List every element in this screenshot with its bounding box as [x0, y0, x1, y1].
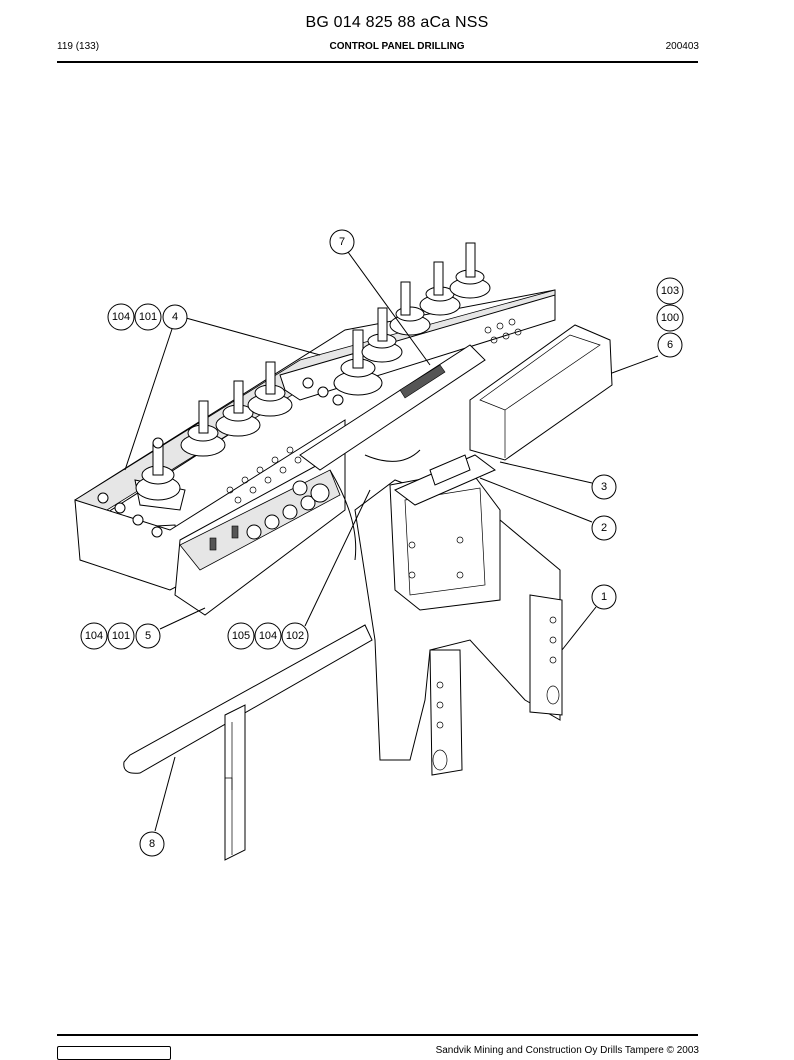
side-box-drawing	[469, 324, 613, 461]
knob-row	[97, 377, 344, 538]
svg-text:6: 6	[667, 339, 673, 351]
svg-text:101: 101	[139, 311, 157, 323]
callout-5: 5	[135, 623, 161, 649]
callout-4: 4	[162, 304, 188, 330]
callout-104-bottom-right: 104	[254, 622, 282, 650]
callout-2: 2	[591, 515, 617, 541]
svg-text:1: 1	[601, 591, 607, 603]
callout-1: 1	[591, 584, 617, 610]
header-rule	[57, 61, 698, 63]
svg-text:3: 3	[601, 481, 607, 493]
button-grid	[226, 318, 522, 504]
sandvik-logo	[57, 1046, 171, 1060]
mounting-arm-drawing	[123, 624, 373, 861]
svg-text:100: 100	[661, 312, 679, 324]
callout-6: 6	[657, 332, 683, 358]
svg-text:4: 4	[172, 311, 178, 323]
svg-text:103: 103	[661, 285, 679, 297]
callout-100: 100	[656, 304, 684, 332]
joystick-group-right	[333, 242, 491, 396]
callout-103: 103	[656, 277, 684, 305]
svg-text:5: 5	[145, 630, 151, 642]
svg-text:104: 104	[85, 630, 103, 642]
callout-102: 102	[281, 622, 309, 650]
switch-panel	[209, 480, 330, 551]
joystick-group-left	[134, 361, 293, 511]
leader-lines	[124, 251, 659, 832]
control-panel-drilling-drawing	[74, 242, 556, 616]
section-title: CONTROL PANEL DRILLING	[329, 41, 465, 52]
callout-105: 105	[227, 622, 255, 650]
svg-text:104: 104	[112, 311, 130, 323]
svg-text:101: 101	[112, 630, 130, 642]
cable-harness	[299, 344, 486, 561]
svg-text:2: 2	[601, 522, 607, 534]
callout-104-top: 104	[107, 303, 135, 331]
callout-3: 3	[591, 474, 617, 500]
svg-text:105: 105	[232, 630, 250, 642]
document-date: 200403	[665, 41, 699, 52]
svg-text:8: 8	[149, 838, 155, 850]
bracket-drawing	[354, 454, 563, 776]
svg-text:7: 7	[339, 236, 345, 248]
callout-101-top: 101	[134, 303, 162, 331]
svg-text:102: 102	[286, 630, 304, 642]
callout-8: 8	[139, 831, 165, 857]
callout-7: 7	[329, 229, 355, 255]
page-number: 119 (133)	[57, 41, 100, 52]
svg-text:104: 104	[259, 630, 277, 642]
callout-101-bottom-left: 101	[107, 622, 135, 650]
footer-rule	[57, 1034, 698, 1036]
document-title: BG 014 825 88 aCa NSS	[305, 14, 489, 31]
callout-104-bottom-left: 104	[80, 622, 108, 650]
footer-copyright: Sandvik Mining and Construction Oy Drill…	[435, 1045, 699, 1056]
